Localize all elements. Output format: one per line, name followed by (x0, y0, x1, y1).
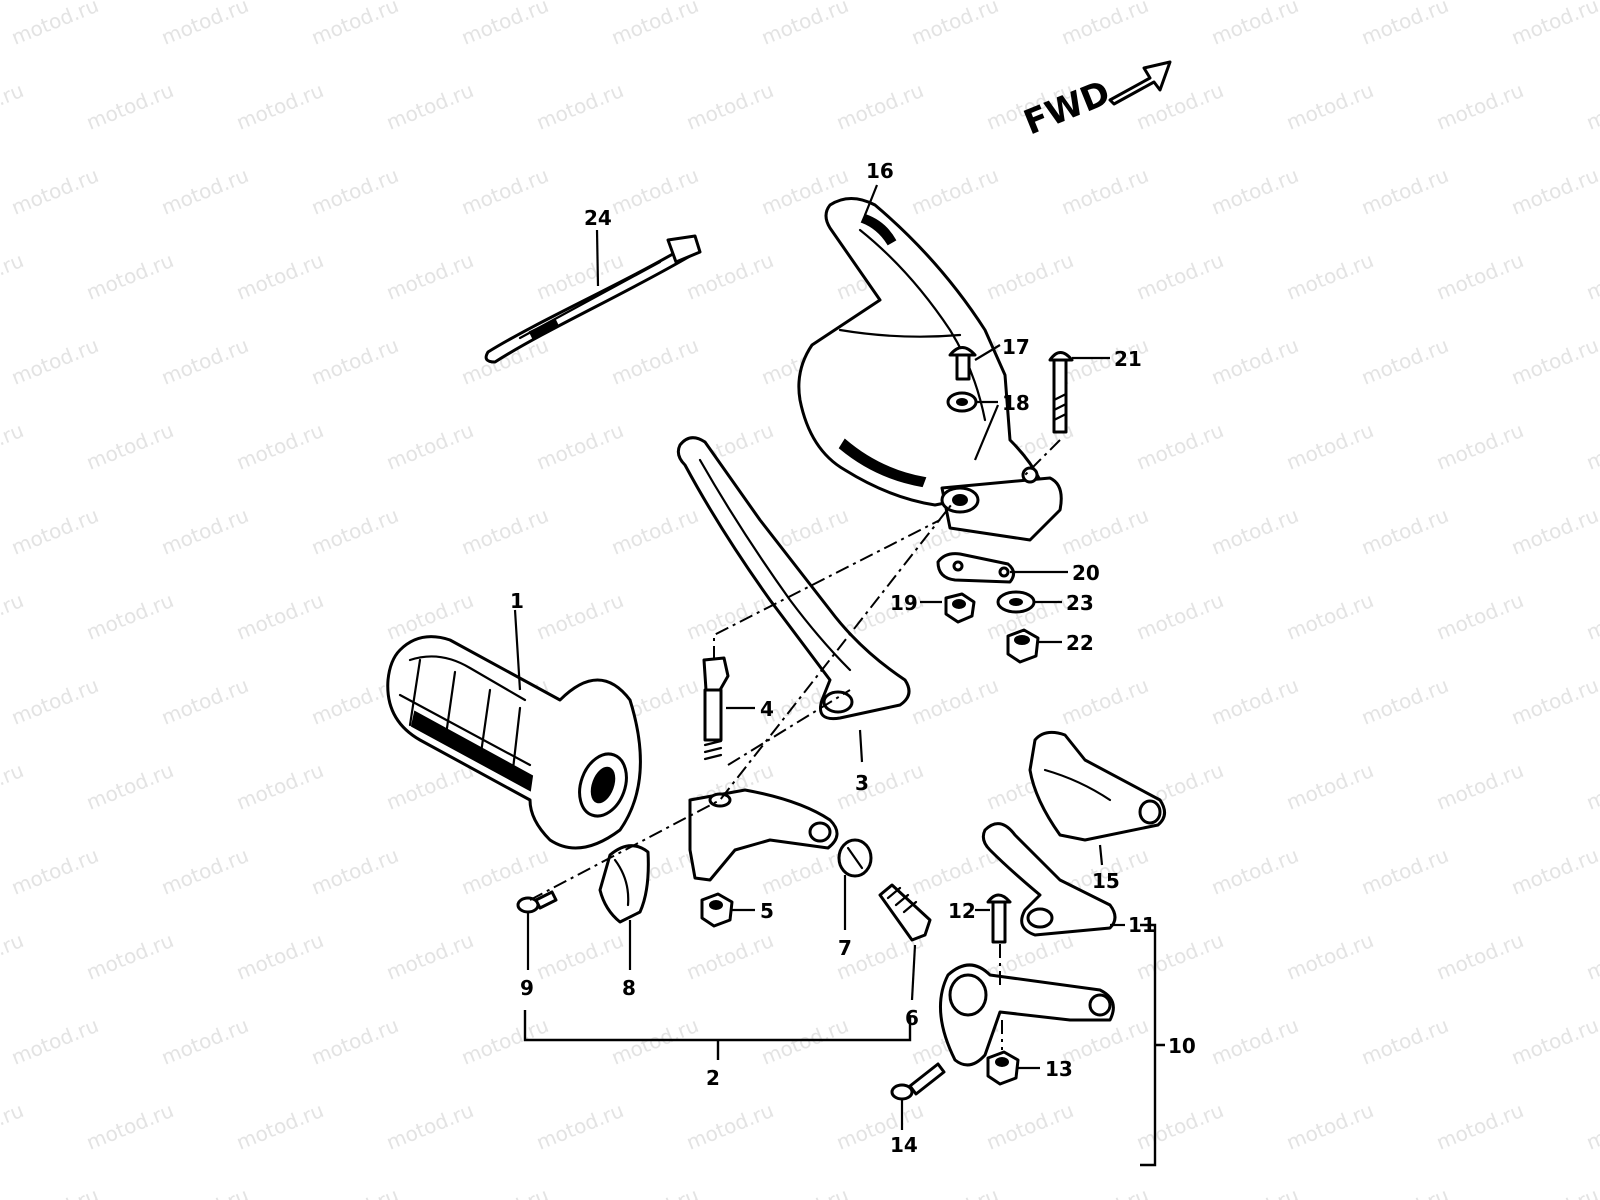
part-screw-14 (890, 1062, 946, 1101)
callout-1: 1 (510, 589, 524, 613)
part-bolt-17 (948, 346, 977, 381)
callout-24: 24 (584, 206, 612, 230)
callout-19: 19 (890, 591, 918, 615)
callout-12: 12 (948, 899, 976, 923)
axis-line-grip (529, 499, 956, 901)
bracket-10 (1140, 923, 1165, 1167)
leader-6 (910, 944, 917, 1001)
callout-17: 17 (1002, 335, 1030, 359)
part-cable-tie (484, 234, 702, 364)
leader-17 (974, 344, 1001, 361)
axis-line-lever (727, 689, 851, 766)
callout-18: 18 (1002, 391, 1030, 415)
part-washer-18 (946, 391, 978, 413)
part-adjuster-4 (702, 656, 730, 761)
callout-22: 22 (1066, 631, 1094, 655)
fwd-indicator: FWD (1018, 60, 1172, 143)
bracket-2 (523, 1010, 912, 1060)
part-plate-20 (936, 552, 1015, 584)
part-washer-23 (996, 590, 1036, 614)
callout-23: 23 (1066, 591, 1094, 615)
part-clutch-lever (676, 436, 911, 721)
leader-1 (513, 609, 522, 691)
callouts: 1 2 3 4 5 6 7 8 9 10 11 12 13 14 15 16 1… (510, 159, 1196, 1157)
callout-16: 16 (866, 159, 894, 183)
leader-15 (1098, 844, 1104, 866)
callout-13: 13 (1045, 1057, 1073, 1081)
leader-16 (863, 184, 879, 216)
part-plug-7 (837, 838, 873, 878)
part-lever-11 (981, 822, 1117, 937)
axis-line-adjuster (713, 519, 941, 660)
callout-15: 15 (1092, 869, 1120, 893)
part-nut-13 (986, 1050, 1020, 1086)
part-pin-12 (986, 893, 1012, 944)
axis-line-bolt21 (1024, 439, 1061, 476)
callout-10: 10 (1168, 1034, 1196, 1058)
callout-5: 5 (760, 899, 774, 923)
part-clamp-8 (598, 844, 650, 924)
part-screw-9 (516, 890, 558, 914)
callout-11: 11 (1128, 913, 1156, 937)
callout-7: 7 (838, 936, 852, 960)
leader-3 (858, 729, 864, 763)
callout-3: 3 (855, 771, 869, 795)
callout-14: 14 (890, 1133, 918, 1157)
part-bolt-6 (878, 883, 932, 942)
part-handle-grip (386, 635, 642, 850)
part-lever-holder (688, 788, 839, 882)
fwd-label: FWD (1018, 73, 1115, 143)
part-nut-5 (700, 892, 734, 928)
callout-21: 21 (1114, 347, 1142, 371)
part-hand-guard (797, 197, 1042, 507)
callout-20: 20 (1072, 561, 1100, 585)
callout-6: 6 (905, 1006, 919, 1030)
part-bolt-21 (1048, 351, 1074, 434)
part-lever-perch (938, 963, 1115, 1067)
part-cover-15 (1028, 730, 1166, 842)
leader-24 (595, 229, 600, 287)
part-nut-22 (1006, 628, 1040, 664)
callout-9: 9 (520, 976, 534, 1000)
fwd-arrow-icon (1108, 60, 1172, 106)
leader-18 (973, 400, 1000, 461)
part-guard-clamp (940, 466, 1063, 542)
callout-4: 4 (760, 697, 774, 721)
part-nut-19 (944, 592, 976, 624)
callout-8: 8 (622, 976, 636, 1000)
callout-2: 2 (706, 1066, 720, 1090)
